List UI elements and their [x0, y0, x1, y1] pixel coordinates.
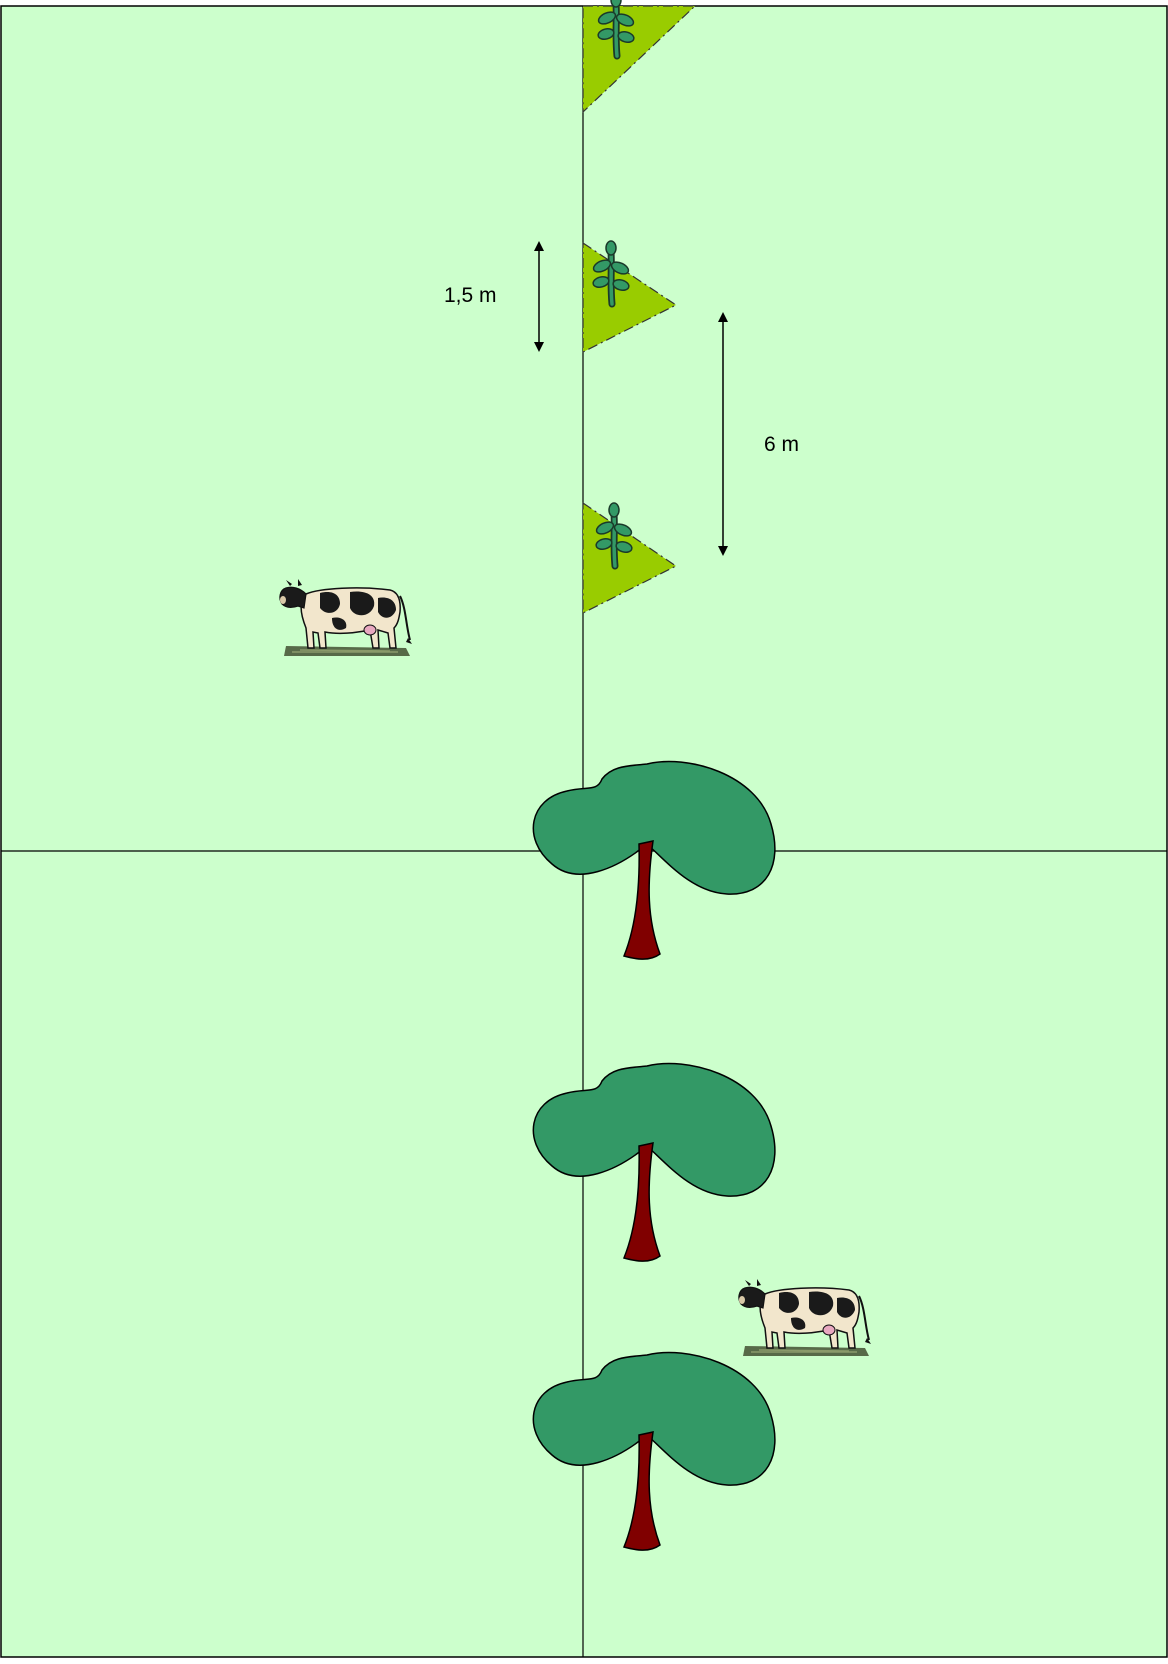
seedling-spacing-label: 1,5 m: [444, 284, 497, 307]
seedling-spacing-arrow: [534, 241, 544, 352]
row-spacing-arrow: [718, 312, 728, 556]
seedling-guard-2: [582, 241, 678, 353]
row-spacing-label: 6 m: [764, 433, 800, 456]
